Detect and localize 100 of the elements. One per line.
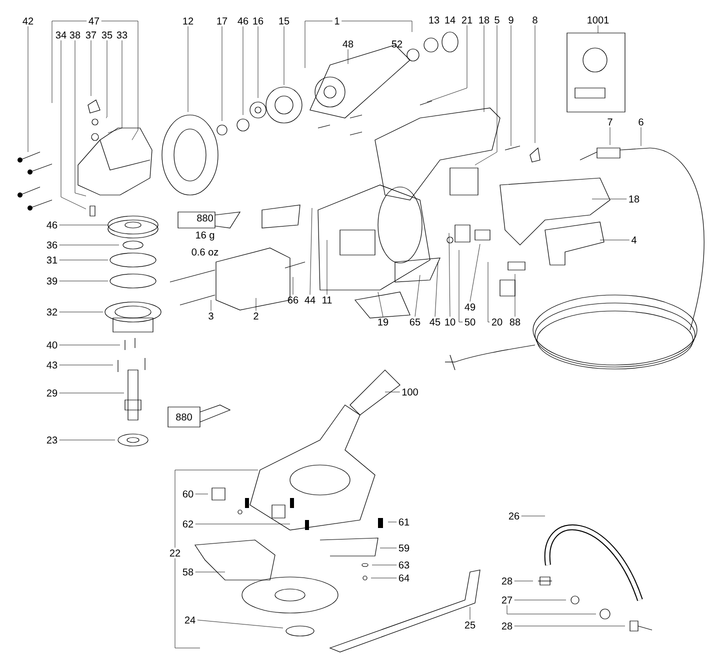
leader-line: [470, 244, 480, 302]
callout-number: 40: [46, 341, 58, 349]
leader-line: [242, 26, 244, 116]
callout-number: 1001: [588, 16, 609, 24]
callout-number: 49: [464, 303, 476, 311]
callout-number: 35: [102, 31, 112, 39]
callout-number: 10: [445, 318, 456, 326]
leader-line: [304, 20, 333, 68]
leader-line: [534, 25, 536, 144]
callout-number: 26: [508, 512, 520, 520]
callout-number: 24: [184, 616, 196, 624]
callout-number: 48: [342, 40, 354, 48]
callout-number: 1: [335, 18, 340, 24]
callout-number: 50: [464, 318, 476, 326]
leader-line: [174, 558, 200, 648]
leader-line: [434, 262, 438, 317]
callout-number: 45: [430, 318, 440, 326]
callout-number: 23: [46, 436, 58, 444]
callout-number: 9: [508, 16, 514, 24]
leader-line: [106, 40, 108, 118]
leader-line: [341, 20, 412, 32]
callout-number: 6: [638, 118, 644, 126]
leader-line: [210, 300, 212, 311]
callout-number: 20: [492, 318, 502, 326]
tube-label: 880: [176, 413, 192, 421]
callout-number: 15: [279, 18, 290, 24]
leader-line: [372, 564, 397, 566]
callout-number: 14: [445, 16, 456, 24]
callout-number: 21: [462, 16, 472, 24]
leader-line: [74, 40, 86, 196]
callout-number: 38: [70, 31, 80, 39]
leader-line: [59, 280, 108, 282]
leader-line: [59, 344, 120, 346]
leader-line: [60, 40, 86, 210]
callout-number: 100: [402, 388, 418, 396]
tube-label: 880: [197, 214, 213, 222]
callout-number: 52: [392, 40, 402, 48]
leader-line: [59, 364, 114, 366]
callout-number: 32: [46, 308, 58, 316]
callout-number: 22: [170, 550, 180, 556]
leader-line: [640, 127, 642, 146]
callout-number: 17: [217, 18, 228, 24]
callout-number: 44: [304, 296, 316, 304]
callout-number: 18: [479, 16, 490, 24]
leader-line: [448, 232, 450, 317]
leader-line: [458, 250, 463, 322]
callout-number: 28: [502, 577, 512, 585]
callout-number: 62: [182, 520, 194, 528]
leader-line: [52, 20, 87, 104]
callout-number: 27: [502, 596, 512, 604]
callout-number: 47: [88, 18, 100, 24]
leader-line: [474, 25, 498, 166]
callout-number: 28: [502, 622, 512, 630]
callout-number: 8: [532, 16, 538, 24]
callout-number: 43: [46, 361, 58, 369]
leader-line: [174, 470, 258, 548]
leader-line: [506, 605, 596, 614]
callout-number: 42: [22, 18, 34, 24]
callout-number: 13: [429, 16, 440, 24]
callout-number: 19: [378, 318, 388, 326]
callout-number: 63: [398, 561, 410, 569]
leader-line: [197, 620, 284, 628]
callout-number: 46: [238, 17, 248, 25]
leader-line: [426, 25, 468, 102]
tube-label: 0.6 oz: [192, 248, 218, 256]
callout-number: 64: [398, 574, 410, 582]
callout-number: 18: [629, 195, 640, 203]
leader-line: [108, 40, 122, 134]
leader-line: [514, 580, 534, 582]
callout-number: 65: [410, 318, 420, 326]
callout-number: 60: [182, 490, 194, 498]
leader-line: [510, 25, 512, 146]
callout-number: 59: [398, 544, 410, 552]
leader-line: [292, 276, 294, 295]
leader-line: [326, 240, 328, 295]
callout-number: 61: [398, 518, 410, 526]
callout-number: 5: [494, 16, 500, 24]
leader-line: [59, 224, 108, 226]
callout-number: 33: [116, 31, 128, 39]
tube-label: 16 g: [196, 231, 214, 241]
callout-number: 25: [464, 621, 476, 629]
leader-line: [378, 292, 384, 317]
callout-number: 46: [46, 221, 58, 229]
callout-number: 37: [86, 31, 96, 39]
callout-number: 16: [253, 17, 264, 25]
callout-number: 34: [56, 31, 66, 39]
leader-line: [101, 20, 138, 140]
callout-number: 3: [208, 312, 214, 320]
leader-line: [59, 392, 124, 394]
callout-number: 66: [288, 296, 298, 304]
callout-number: 12: [183, 18, 194, 24]
leader-line: [414, 274, 420, 317]
callout-number: 31: [46, 256, 58, 264]
leader-line: [90, 40, 92, 96]
callout-number: 88: [510, 318, 520, 326]
callout-number: 58: [182, 568, 194, 576]
callout-number: 2: [254, 312, 258, 320]
leader-line: [592, 198, 627, 200]
callout-number: 29: [46, 389, 58, 397]
callout-number: 11: [322, 296, 332, 304]
